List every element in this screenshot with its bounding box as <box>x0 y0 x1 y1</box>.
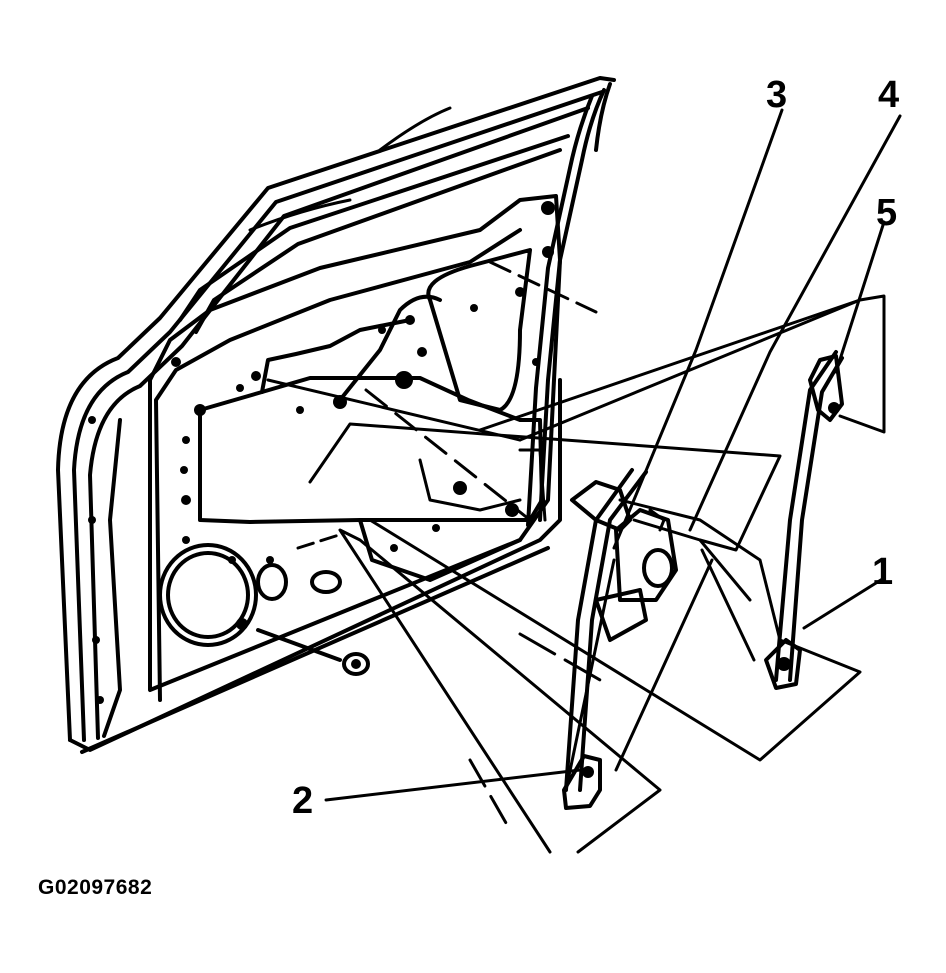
callout-5: 5 <box>876 192 898 234</box>
figure-id: G02097682 <box>38 876 153 899</box>
regulator-motor <box>570 480 678 642</box>
speaker <box>158 543 342 647</box>
callout-1: 1 <box>872 551 894 593</box>
callout-2: 2 <box>292 780 314 822</box>
lower-front-bracket <box>562 754 602 810</box>
callout-4: 4 <box>878 74 900 116</box>
leader-lines <box>266 108 902 854</box>
lower-rear-bracket <box>764 638 802 690</box>
callout-3: 3 <box>766 74 788 116</box>
mounting-holes <box>88 201 555 704</box>
upper-rear-bracket <box>808 354 844 422</box>
inner-door-panel <box>148 194 562 702</box>
door-frame <box>56 76 616 754</box>
loose-bolt <box>256 628 370 676</box>
